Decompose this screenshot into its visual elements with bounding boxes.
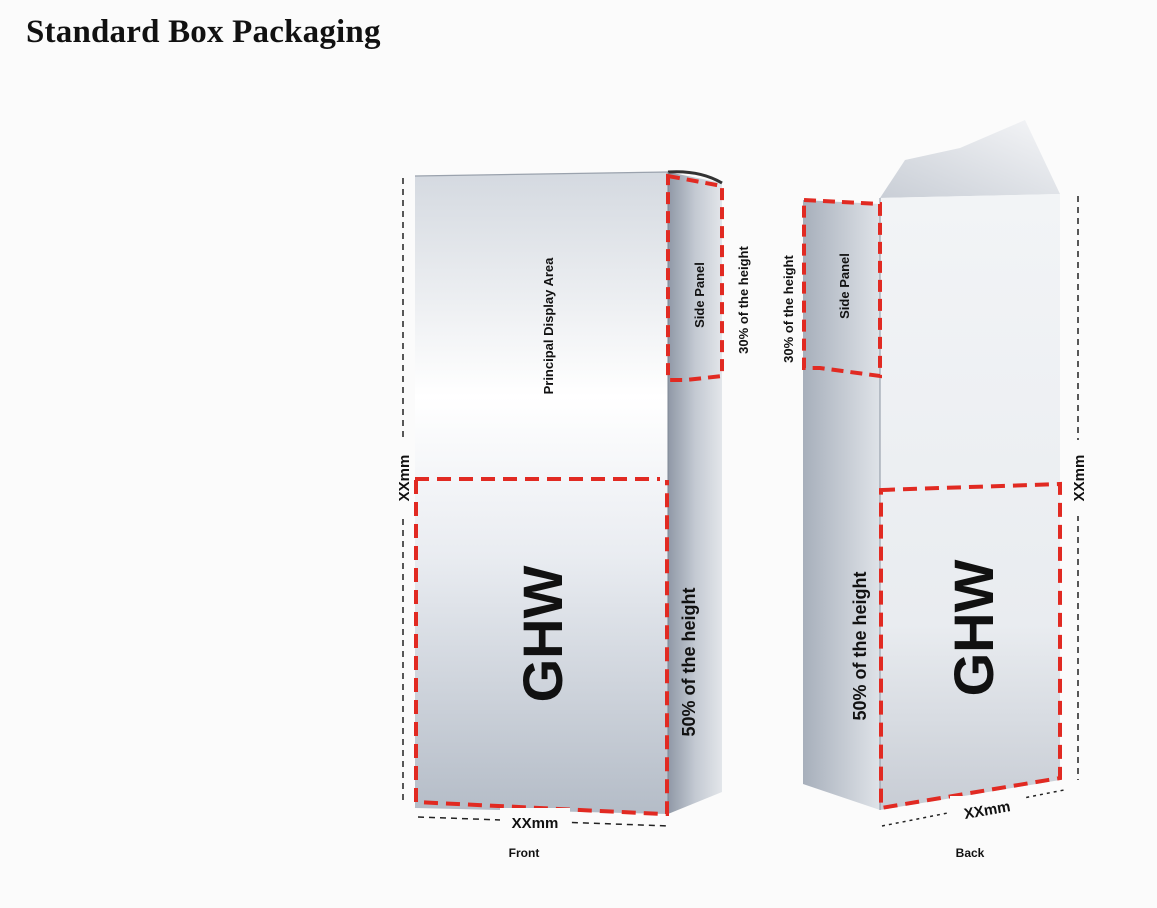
front-brand-area-note: 50% of the height [679, 587, 699, 736]
front-side-panel-outline [666, 173, 724, 382]
back-side-panel-label: Side Panel [837, 253, 852, 319]
back-side-face [803, 200, 880, 810]
back-main-face [880, 194, 1060, 810]
front-brand-label: GHW [511, 565, 574, 702]
back-brand-area-outline [879, 481, 1062, 811]
back-caption: Back [956, 846, 985, 860]
back-top-flap [880, 120, 1060, 198]
front-brand-area-outline [414, 480, 669, 816]
front-box: Principal Display Area Side Panel 30% of… [392, 170, 751, 860]
front-side-panel-note: 30% of the height [736, 246, 751, 354]
front-top-line [414, 171, 669, 177]
page-title: Standard Box Packaging [26, 14, 381, 50]
back-brand-label: GHW [942, 559, 1005, 696]
front-width-dimension: XXmm [512, 815, 559, 832]
back-height-dimension: XXmm [1071, 455, 1088, 502]
front-face [415, 172, 668, 814]
front-pda-label: Principal Display Area [541, 257, 556, 395]
front-height-dimension: XXmm [396, 455, 413, 502]
back-brand-area-note: 50% of the height [850, 571, 870, 720]
front-side-panel-label: Side Panel [692, 262, 707, 328]
front-side-face [668, 172, 722, 814]
back-box: Side Panel 30% of the height GHW 50% of … [781, 120, 1090, 860]
back-side-panel-outline [802, 197, 882, 379]
front-top-edge [667, 170, 723, 185]
front-caption: Front [509, 846, 540, 860]
back-side-panel-note: 30% of the height [781, 255, 796, 363]
